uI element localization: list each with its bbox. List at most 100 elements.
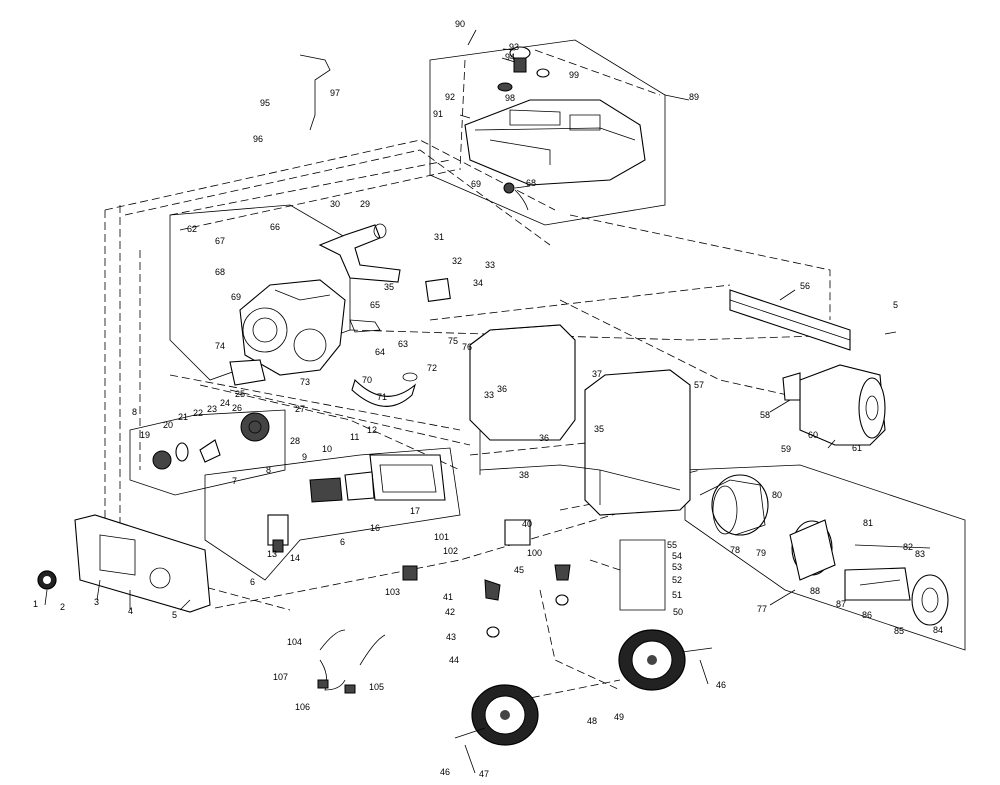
callout-c26: 26 [232, 403, 242, 413]
callout-c81: 81 [863, 518, 873, 528]
frame [469, 324, 691, 516]
callout-c89: 89 [689, 92, 699, 102]
callout-c61: 61 [852, 443, 862, 453]
callout-c91: 91 [433, 109, 443, 119]
callout-c102: 102 [443, 546, 458, 556]
callout-c21: 21 [178, 412, 188, 422]
callout-c12: 12 [367, 425, 377, 435]
callout-c69a: 69 [231, 292, 241, 302]
callout-c16: 16 [370, 523, 380, 533]
callout-c46b: 46 [716, 680, 726, 690]
callout-c50: 50 [673, 607, 683, 617]
callout-c93: 93 [509, 42, 519, 52]
callout-c66: 66 [270, 222, 280, 232]
callout-c10: 10 [322, 444, 332, 454]
callout-c53: 53 [672, 562, 682, 572]
front-panel [37, 514, 211, 613]
callout-c55: 55 [667, 540, 677, 550]
callout-c40: 40 [522, 519, 532, 529]
callout-c36b: 36 [539, 433, 549, 443]
callout-c69b: 69 [471, 179, 481, 189]
callout-c43: 43 [446, 632, 456, 642]
callout-c17: 17 [410, 506, 420, 516]
callout-c6b: 6 [340, 537, 345, 547]
callout-c1: 1 [33, 599, 38, 609]
leader-lines [44, 29, 897, 774]
callout-c13: 13 [267, 549, 277, 559]
callout-c75: 75 [448, 336, 458, 346]
callout-c4: 4 [128, 606, 133, 616]
wiring-harness [317, 629, 386, 694]
callout-c25: 25 [235, 389, 245, 399]
callout-c42: 42 [445, 607, 455, 617]
group-outlines [129, 39, 966, 651]
callout-c87: 87 [836, 599, 846, 609]
callout-c72: 72 [427, 363, 437, 373]
callout-c60: 60 [808, 430, 818, 440]
callout-c47: 47 [479, 769, 489, 779]
callout-c83: 83 [915, 549, 925, 559]
callout-c92: 92 [445, 92, 455, 102]
callout-c49: 49 [614, 712, 624, 722]
callout-c36a: 36 [497, 384, 507, 394]
callout-c27: 27 [295, 404, 305, 414]
callout-c99: 99 [569, 70, 579, 80]
callout-c106: 106 [295, 702, 310, 712]
callout-c90: 90 [455, 19, 465, 29]
callout-c104: 104 [287, 637, 302, 647]
wheels [454, 629, 713, 746]
callout-c79: 79 [756, 548, 766, 558]
alternator-cover [782, 364, 886, 446]
callout-c107: 107 [273, 672, 288, 682]
callout-c101: 101 [434, 532, 449, 542]
callout-c68b: 68 [526, 178, 536, 188]
callout-c5a: 5 [172, 610, 177, 620]
callout-c74: 74 [215, 341, 225, 351]
callout-c11: 11 [350, 432, 359, 442]
callout-c31: 31 [434, 232, 444, 242]
callout-c64: 64 [375, 347, 385, 357]
callout-c65: 65 [370, 300, 380, 310]
callout-c37: 37 [592, 369, 602, 379]
callout-c6a: 6 [250, 577, 255, 587]
callout-c58: 58 [760, 410, 770, 420]
callout-c29: 29 [360, 199, 370, 209]
callout-c103: 103 [385, 587, 400, 597]
callout-c56: 56 [800, 281, 810, 291]
callout-c94: 94 [505, 52, 515, 62]
callout-c8a: 8 [132, 407, 137, 417]
callout-c97: 97 [330, 88, 340, 98]
callout-c23: 23 [207, 404, 217, 414]
callout-c5b: 5 [893, 300, 898, 310]
callout-c98: 98 [505, 93, 515, 103]
callout-c51: 51 [672, 590, 682, 600]
callout-c38: 38 [519, 470, 529, 480]
callout-c30: 30 [330, 199, 340, 209]
engine [229, 279, 418, 407]
callout-c33b: 33 [484, 390, 494, 400]
callout-c70: 70 [362, 375, 372, 385]
callout-c19: 19 [140, 430, 150, 440]
callout-c105: 105 [369, 682, 384, 692]
fuel-tank [464, 46, 646, 211]
callout-c7: 7 [232, 476, 237, 486]
callout-c2: 2 [60, 602, 65, 612]
callout-c68a: 68 [215, 267, 225, 277]
callout-c80: 80 [772, 490, 782, 500]
rotor-assembly [152, 412, 270, 470]
callout-c85: 85 [894, 626, 904, 636]
callout-c24: 24 [220, 398, 230, 408]
callout-c96: 96 [253, 134, 263, 144]
callout-c32: 32 [452, 256, 462, 266]
alternator-assembly [699, 474, 949, 626]
callout-c52: 52 [672, 575, 682, 585]
callout-c34: 34 [473, 278, 483, 288]
callout-c73: 73 [300, 377, 310, 387]
callout-c59: 59 [781, 444, 791, 454]
callout-c84: 84 [933, 625, 943, 635]
mounts [402, 519, 571, 638]
callout-c44: 44 [449, 655, 459, 665]
callout-c95: 95 [260, 98, 270, 108]
